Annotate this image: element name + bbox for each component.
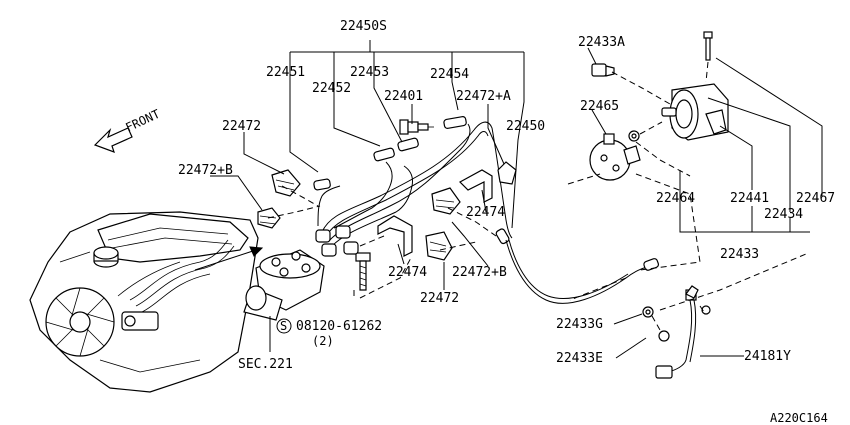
- label-24181y: 24181Y: [744, 349, 791, 364]
- label-22472-plus-b-left: 22472+B: [178, 163, 233, 178]
- label-22433: 22433: [720, 247, 759, 262]
- label-22472-top: 22472: [222, 119, 261, 134]
- clamps: [257, 161, 517, 261]
- label-22472-mid: 22472: [420, 291, 459, 306]
- label-bolt-qty: (2): [312, 334, 334, 348]
- front-label: FRONT: [123, 107, 162, 135]
- grommet: [591, 63, 615, 77]
- terminal: [658, 330, 670, 342]
- bolt: [355, 252, 371, 291]
- label-22467: 22467: [796, 191, 835, 206]
- diagram-code: A220C164: [770, 411, 828, 425]
- nut: [642, 306, 654, 318]
- label-22472-plus-a: 22472+A: [456, 89, 511, 104]
- washer-hole: [631, 133, 637, 139]
- label-22451: 22451: [266, 65, 305, 80]
- label-22433e: 22433E: [556, 351, 603, 366]
- engine-block: [29, 211, 259, 393]
- label-22450s: 22450S: [340, 19, 387, 34]
- label-22433a: 22433A: [578, 35, 625, 50]
- label-22452: 22452: [312, 81, 351, 96]
- label-22441: 22441: [730, 191, 769, 206]
- front-arrow-icon: [93, 127, 133, 153]
- label-22450: 22450: [506, 119, 545, 134]
- clip: [685, 285, 699, 299]
- label-22474-mid: 22474: [388, 265, 427, 280]
- label-22474-right: 22474: [466, 205, 505, 220]
- brackets: [377, 169, 493, 257]
- label-bolt-code: 08120-61262: [296, 319, 382, 334]
- fan: [45, 287, 115, 357]
- coil-bolt: [703, 31, 713, 61]
- ht-leads: [313, 116, 660, 304]
- ignition-coil: [661, 83, 729, 141]
- label-22465: 22465: [580, 99, 619, 114]
- label-22454: 22454: [430, 67, 469, 82]
- label-22434: 22434: [764, 207, 803, 222]
- distributor: [243, 249, 325, 321]
- bolt-symbol: S: [280, 319, 287, 333]
- label-22401: 22401: [384, 89, 423, 104]
- igniter-module: [589, 133, 641, 181]
- label-sec221: SEC.221: [238, 357, 293, 372]
- bolt-symbol-circle: [276, 318, 292, 334]
- label-22453: 22453: [350, 65, 389, 80]
- label-22433g: 22433G: [556, 317, 603, 332]
- label-22472-plus-b-mid: 22472+B: [452, 265, 507, 280]
- label-22464: 22464: [656, 191, 695, 206]
- spark-plug: [399, 119, 434, 135]
